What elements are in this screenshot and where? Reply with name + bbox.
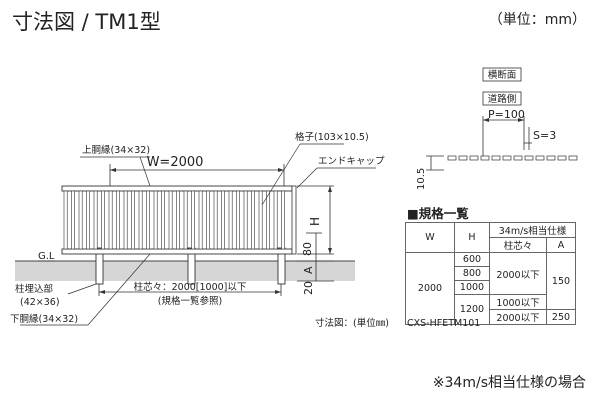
lattice-bar bbox=[168, 190, 173, 250]
spec-table-title: ■規格一覧 bbox=[407, 206, 469, 221]
section-bar bbox=[469, 155, 479, 161]
section-bar bbox=[480, 155, 490, 161]
end-cap bbox=[291, 185, 297, 255]
lattice-bar bbox=[86, 190, 91, 250]
lower-rail bbox=[61, 248, 293, 255]
thickness-label: 10.5 bbox=[416, 168, 427, 190]
lattice-bar bbox=[221, 190, 226, 250]
lattice-bar bbox=[266, 190, 271, 250]
lattice-bar bbox=[258, 190, 263, 250]
section-bar bbox=[491, 155, 501, 161]
pitch-dimension bbox=[98, 284, 282, 296]
cell-a-150: 150 bbox=[546, 252, 576, 310]
end-cap-label: エンドキャップ bbox=[318, 156, 385, 167]
spec-table: W H 34m/s相当仕様 柱芯々 A 2000 600 2000以下 150 … bbox=[405, 222, 576, 325]
cell-pitch-2000b: 2000以下 bbox=[489, 309, 547, 325]
lattice-bar bbox=[93, 190, 98, 250]
road-side-box bbox=[482, 91, 522, 106]
section-lattice-bars bbox=[447, 155, 578, 161]
lattice-bar bbox=[176, 190, 181, 250]
post-label: 柱埋込部 bbox=[15, 283, 53, 295]
lattice-bar bbox=[108, 190, 113, 250]
lattice-bar bbox=[123, 190, 128, 250]
post-left bbox=[95, 247, 104, 285]
cell-h800: 800 bbox=[454, 266, 490, 281]
cell-w: 2000 bbox=[405, 252, 455, 325]
lattice-bar bbox=[161, 190, 166, 250]
lattice-bar bbox=[206, 190, 211, 250]
pitch-note: (規格一覧参照) bbox=[158, 295, 222, 307]
lattice-bar bbox=[281, 190, 286, 250]
drawing-unit-label: 寸法図：(単位㎜) bbox=[315, 317, 389, 329]
lattice-bar bbox=[63, 190, 68, 250]
section-bar bbox=[546, 155, 556, 161]
height-dimensions bbox=[297, 185, 334, 282]
a-label: A bbox=[302, 266, 315, 274]
gl-label: G.L bbox=[38, 251, 55, 262]
lattice-bar bbox=[183, 190, 188, 250]
lattice-bar bbox=[153, 190, 158, 250]
upper-rail bbox=[61, 185, 293, 192]
lattice-bar bbox=[116, 190, 121, 250]
lattice-bar bbox=[273, 190, 278, 250]
section-bar bbox=[458, 155, 468, 161]
cell-h1000: 1000 bbox=[454, 280, 490, 295]
p-label: P=100 bbox=[488, 108, 525, 121]
section-bar bbox=[568, 155, 578, 161]
pitch-p-dimension bbox=[482, 116, 525, 156]
lattice-bar bbox=[78, 190, 83, 250]
s-label: S=3 bbox=[533, 129, 556, 142]
post-size-label: (42×36) bbox=[20, 297, 60, 308]
road-side-label: 道路側 bbox=[488, 93, 517, 105]
width-dim-label: W=2000 bbox=[147, 155, 204, 170]
page-title: 寸法図 / TM1型 bbox=[12, 10, 161, 34]
cell-pitch-1000: 1000以下 bbox=[489, 294, 547, 310]
lattice-bar bbox=[236, 190, 241, 250]
footnote: ※34m/s相当仕様の場合 bbox=[432, 375, 586, 391]
section-bar bbox=[557, 155, 567, 161]
lattice-bar bbox=[191, 190, 196, 250]
product-code: CXS-HFETM101 bbox=[407, 318, 481, 329]
thickness-dimension bbox=[426, 155, 444, 171]
spacing-s-dimension bbox=[524, 127, 532, 150]
section-bar bbox=[513, 155, 523, 161]
lattice-bar bbox=[138, 190, 143, 250]
lattice-bar bbox=[101, 190, 106, 250]
th-h: H bbox=[454, 222, 490, 253]
cell-h600: 600 bbox=[454, 252, 490, 267]
th-pitch: 柱芯々 bbox=[489, 237, 547, 253]
lattice-bar bbox=[243, 190, 248, 250]
cell-h1200: 1200 bbox=[454, 294, 490, 325]
unit-note: （単位：mm） bbox=[488, 12, 586, 28]
section-bar bbox=[524, 155, 534, 161]
lattice-label: 格子(103×10.5) bbox=[295, 131, 369, 143]
lattice-bar bbox=[71, 190, 76, 250]
upper-rail-label: 上胴縁(34×32) bbox=[82, 144, 150, 156]
lattice-bar bbox=[213, 190, 218, 250]
th-34ms: 34m/s相当仕様 bbox=[489, 222, 576, 238]
h-label: H bbox=[308, 217, 322, 226]
section-bar bbox=[535, 155, 545, 161]
pitch-label: 柱芯々：2000[1000]以下 bbox=[134, 281, 247, 293]
lattice-bars bbox=[63, 190, 286, 250]
lattice-bar bbox=[198, 190, 203, 250]
section-bar bbox=[502, 155, 512, 161]
section-title: 横断面 bbox=[488, 69, 517, 81]
width-dimension bbox=[109, 164, 285, 186]
lattice-bar bbox=[131, 190, 136, 250]
h80-label: 80 bbox=[301, 242, 314, 256]
lower-rail-label: 下胴縁(34×32) bbox=[10, 313, 78, 325]
d20-label: 20 bbox=[302, 281, 315, 295]
lattice-bar bbox=[228, 190, 233, 250]
cell-pitch-2000: 2000以下 bbox=[489, 252, 547, 295]
lattice-bar bbox=[251, 190, 256, 250]
th-w: W bbox=[405, 222, 455, 253]
section-bar bbox=[447, 155, 457, 161]
cell-a-250: 250 bbox=[546, 309, 576, 325]
section-title-box bbox=[482, 67, 522, 82]
lattice-bar bbox=[146, 190, 151, 250]
th-a: A bbox=[546, 237, 576, 253]
